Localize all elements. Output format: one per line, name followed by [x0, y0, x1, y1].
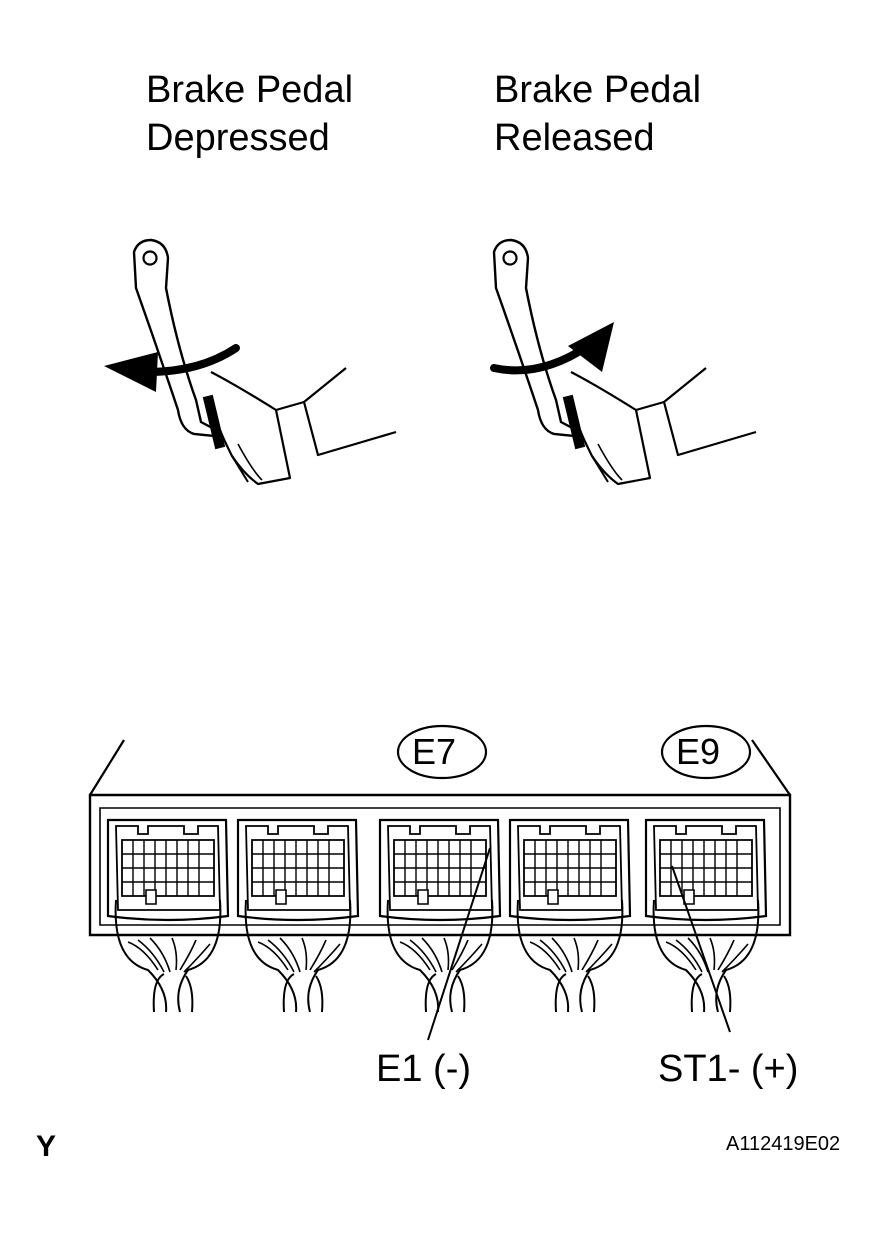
pedal-depressed-title-line2: Depressed [146, 117, 330, 159]
connector-e7-label: E7 [412, 731, 457, 772]
pedal-depressed-title: Brake Pedal Depressed [146, 66, 353, 162]
corner-mark: Y [36, 1130, 57, 1163]
connector-e7-tag [396, 724, 488, 780]
figure-code: A112419E02 [726, 1133, 841, 1155]
pin-e1-label: E1 (-) [376, 1048, 471, 1090]
connector-e9-label: E9 [676, 731, 721, 772]
release-direction-arrow [490, 322, 614, 375]
st1-leader-line [671, 865, 731, 1033]
pedal-released-illustration [492, 238, 758, 486]
pedal-depressed-illustration [132, 238, 398, 486]
pedal-depressed-title-line1: Brake Pedal [146, 69, 354, 111]
connector-e9 [644, 818, 768, 922]
press-direction-arrow [104, 344, 240, 392]
pedal-released-title: Brake Pedal Released [494, 66, 701, 162]
connector-1 [106, 818, 230, 922]
pedal-released-title-line2: Released [494, 117, 655, 159]
connector-2 [236, 818, 360, 922]
connector-e9-tag [660, 724, 752, 780]
e1-leader-line [427, 847, 491, 1041]
connector-4 [508, 818, 632, 922]
pin-st1-label: ST1- (+) [658, 1048, 799, 1090]
pedal-released-title-line1: Brake Pedal [494, 69, 702, 111]
